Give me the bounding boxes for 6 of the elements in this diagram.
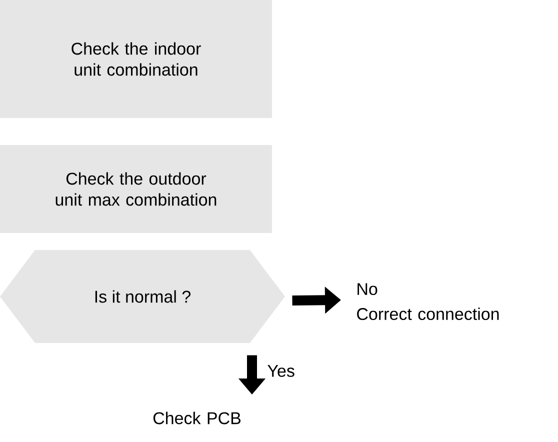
process-box: Check the indoor unit combination bbox=[0, 0, 272, 118]
decision-hexagon: Is it normal ? bbox=[0, 250, 285, 343]
result-text: No Correct connection bbox=[357, 283, 499, 320]
edge-label: Yes bbox=[266, 364, 296, 378]
process-box: Check the outdoor unit max combination bbox=[0, 145, 272, 233]
result-text: Check PCB bbox=[153, 412, 240, 424]
